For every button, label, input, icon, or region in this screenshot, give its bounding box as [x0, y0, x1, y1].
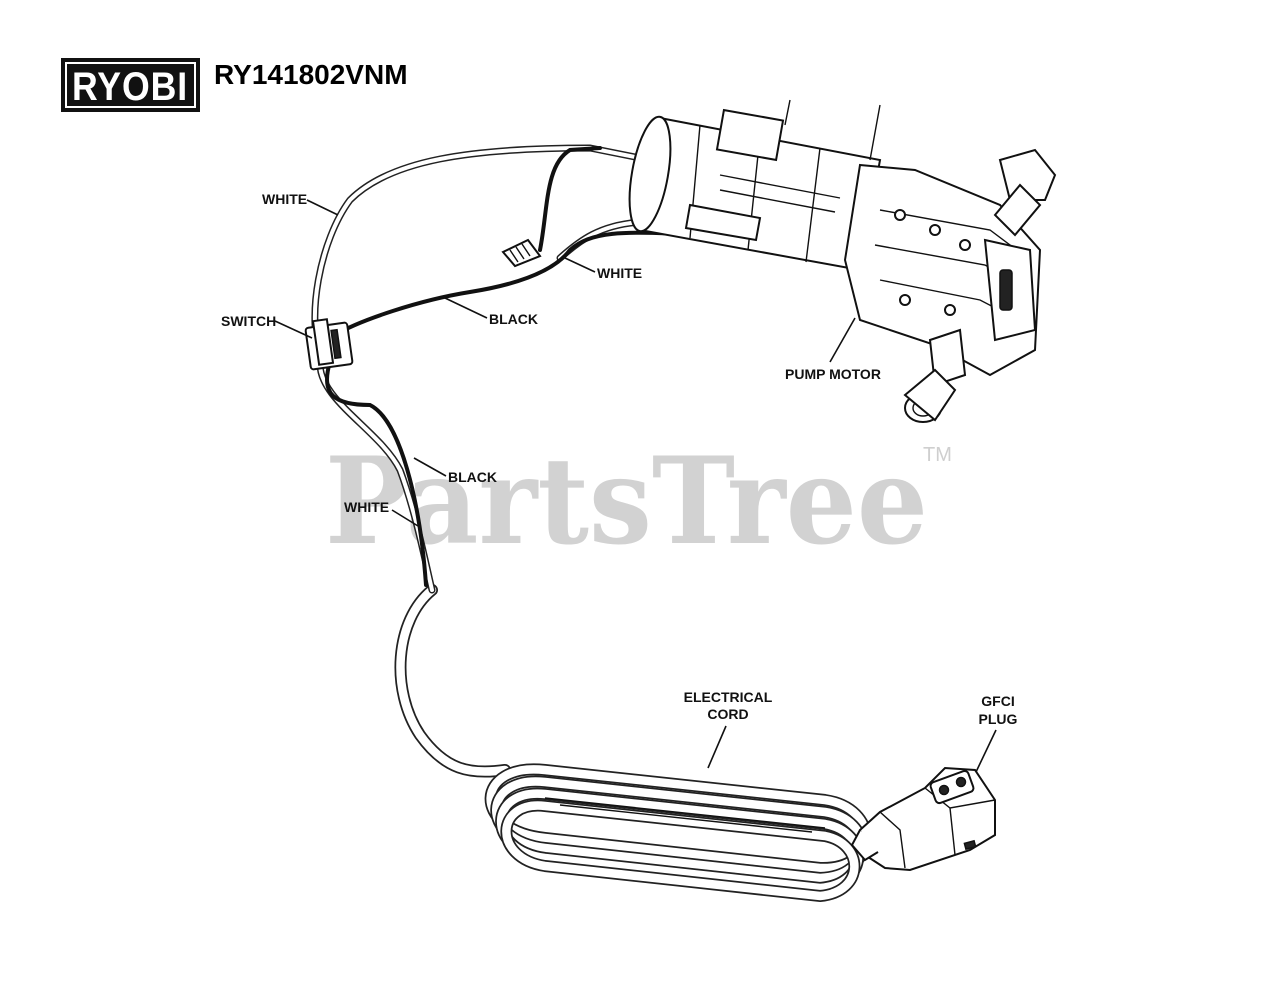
black-wire-upper	[333, 146, 702, 337]
label-switch: SWITCH	[221, 313, 313, 339]
label-white-top: WHITE	[262, 191, 339, 216]
cord-coil	[484, 763, 872, 903]
electrical-cord	[394, 584, 872, 903]
label-gfci-plug: GFCI PLUG	[975, 693, 1018, 773]
model-number: RY141802VNM	[214, 59, 408, 90]
switch	[304, 318, 354, 371]
svg-text:SWITCH: SWITCH	[221, 313, 276, 329]
svg-text:WHITE: WHITE	[597, 265, 642, 281]
svg-text:BLACK: BLACK	[448, 469, 497, 485]
label-black-low: BLACK	[413, 457, 497, 485]
label-white-mid: WHITE	[564, 257, 642, 281]
pump-motor	[628, 99, 1057, 423]
svg-text:CORD: CORD	[707, 706, 748, 722]
logo-text: RYOBI	[72, 65, 188, 109]
svg-text:PUMP MOTOR: PUMP MOTOR	[785, 366, 881, 382]
gfci-plug	[850, 766, 996, 872]
label-black-mid: BLACK	[444, 297, 538, 327]
svg-text:ELECTRICAL: ELECTRICAL	[684, 689, 773, 705]
label-electrical-cord: ELECTRICAL CORD	[684, 689, 773, 769]
label-pump-motor: PUMP MOTOR	[785, 317, 881, 382]
black-wire-lower	[324, 360, 428, 587]
svg-text:GFCI: GFCI	[981, 693, 1014, 709]
ryobi-logo: RYOBI	[61, 58, 200, 112]
label-white-low: WHITE	[344, 499, 419, 527]
wire-nut	[501, 238, 542, 268]
svg-text:BLACK: BLACK	[489, 311, 538, 327]
svg-text:WHITE: WHITE	[344, 499, 389, 515]
trademark-mark: TM	[923, 444, 952, 466]
svg-text:PLUG: PLUG	[979, 711, 1018, 727]
svg-text:WHITE: WHITE	[262, 191, 307, 207]
